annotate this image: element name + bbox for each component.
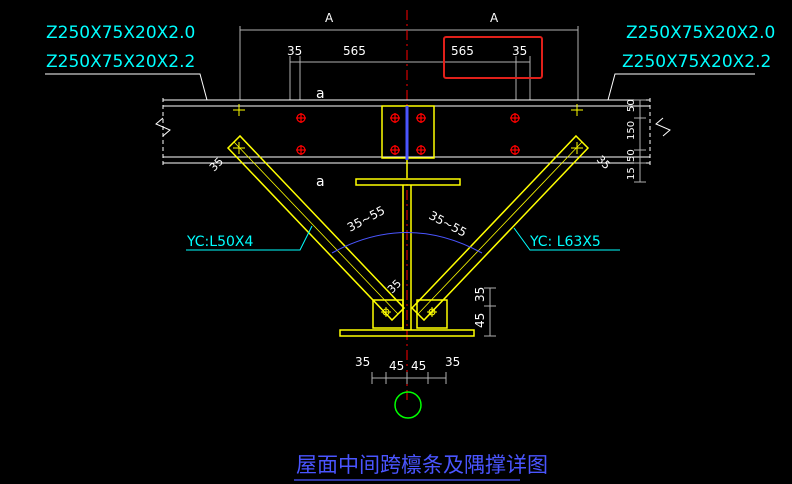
dim-35-top-right: 35 (512, 44, 527, 58)
brace-right (410, 134, 590, 322)
brace-end-bolts (233, 104, 583, 154)
brace-right-leader (513, 227, 620, 251)
purlin-left-spec-2: Z250X75X20X2.2 (46, 52, 195, 72)
purlin-left-spec-1: Z250X75X20X2.0 (46, 23, 195, 43)
brace-left-spec: YC:L50X4 (186, 234, 253, 250)
top-dimension-chain (239, 26, 579, 100)
dim-35-bottom-left: 35 (355, 355, 370, 369)
bottom-dims (371, 372, 447, 384)
angle-left-label: 35~55 (345, 203, 387, 234)
lower-vertical-dims (484, 287, 496, 337)
brace-left (226, 134, 406, 322)
bolt-icon (571, 104, 583, 116)
right-vertical-dims (634, 99, 646, 183)
dim-35-vert: 35 (473, 287, 487, 302)
brace-base-plates (372, 299, 448, 329)
dim-565-right: 565 (451, 44, 474, 58)
bolt-icon (427, 307, 437, 317)
dim-35-mid: 35 (385, 277, 404, 296)
bolt-icon (381, 307, 391, 317)
dim-35-left-end: 35 (207, 155, 226, 174)
bolt-icon (390, 113, 400, 123)
angle-arc (331, 232, 483, 254)
dim-150: 150 (626, 121, 637, 140)
highlight-box (443, 36, 543, 79)
dim-15: 15 (626, 167, 637, 180)
break-mark-right (655, 117, 671, 137)
dim-a-left: A (325, 11, 334, 25)
brace-right-spec: YC: L63X5 (529, 234, 601, 250)
dim-45-bottom-left: 45 (389, 359, 404, 373)
purlin-right-spec-2: Z250X75X20X2.2 (622, 52, 771, 72)
dim-a-right: A (490, 11, 499, 25)
dim-35-top-left: 35 (287, 44, 302, 58)
dim-45-vert: 45 (473, 313, 487, 328)
bolt-icon (510, 113, 520, 123)
brace-base-bolts (381, 307, 437, 317)
bolt-icon (416, 113, 426, 123)
purlin-right-spec-1: Z250X75X20X2.0 (626, 23, 775, 43)
section-circle (394, 391, 422, 419)
leader-right (607, 73, 755, 101)
dim-35-right-end: 35 (594, 153, 613, 172)
bolt-icon (296, 113, 306, 123)
bolt-icon (233, 142, 245, 154)
brace-left-leader (186, 225, 313, 251)
dim-50-b: 50 (626, 149, 637, 162)
bolt-icon (571, 142, 583, 154)
dim-50-a: 50 (626, 99, 637, 112)
bolt-icon (510, 145, 520, 155)
bolt-icon (416, 145, 426, 155)
leader-left (45, 73, 208, 101)
break-mark-left (155, 117, 171, 137)
purlin-bolts (296, 113, 520, 155)
drawing-title: 屋面中间跨檩条及隅撑详图 (296, 453, 548, 477)
bolt-icon (390, 145, 400, 155)
dim-45-bottom-right: 45 (411, 359, 426, 373)
label-a-bottom: a (316, 174, 325, 190)
dim-565-left: 565 (343, 44, 366, 58)
label-a-top: a (316, 86, 325, 102)
dim-35-bottom-right: 35 (445, 355, 460, 369)
bolt-icon (233, 104, 245, 116)
bolt-icon (296, 145, 306, 155)
